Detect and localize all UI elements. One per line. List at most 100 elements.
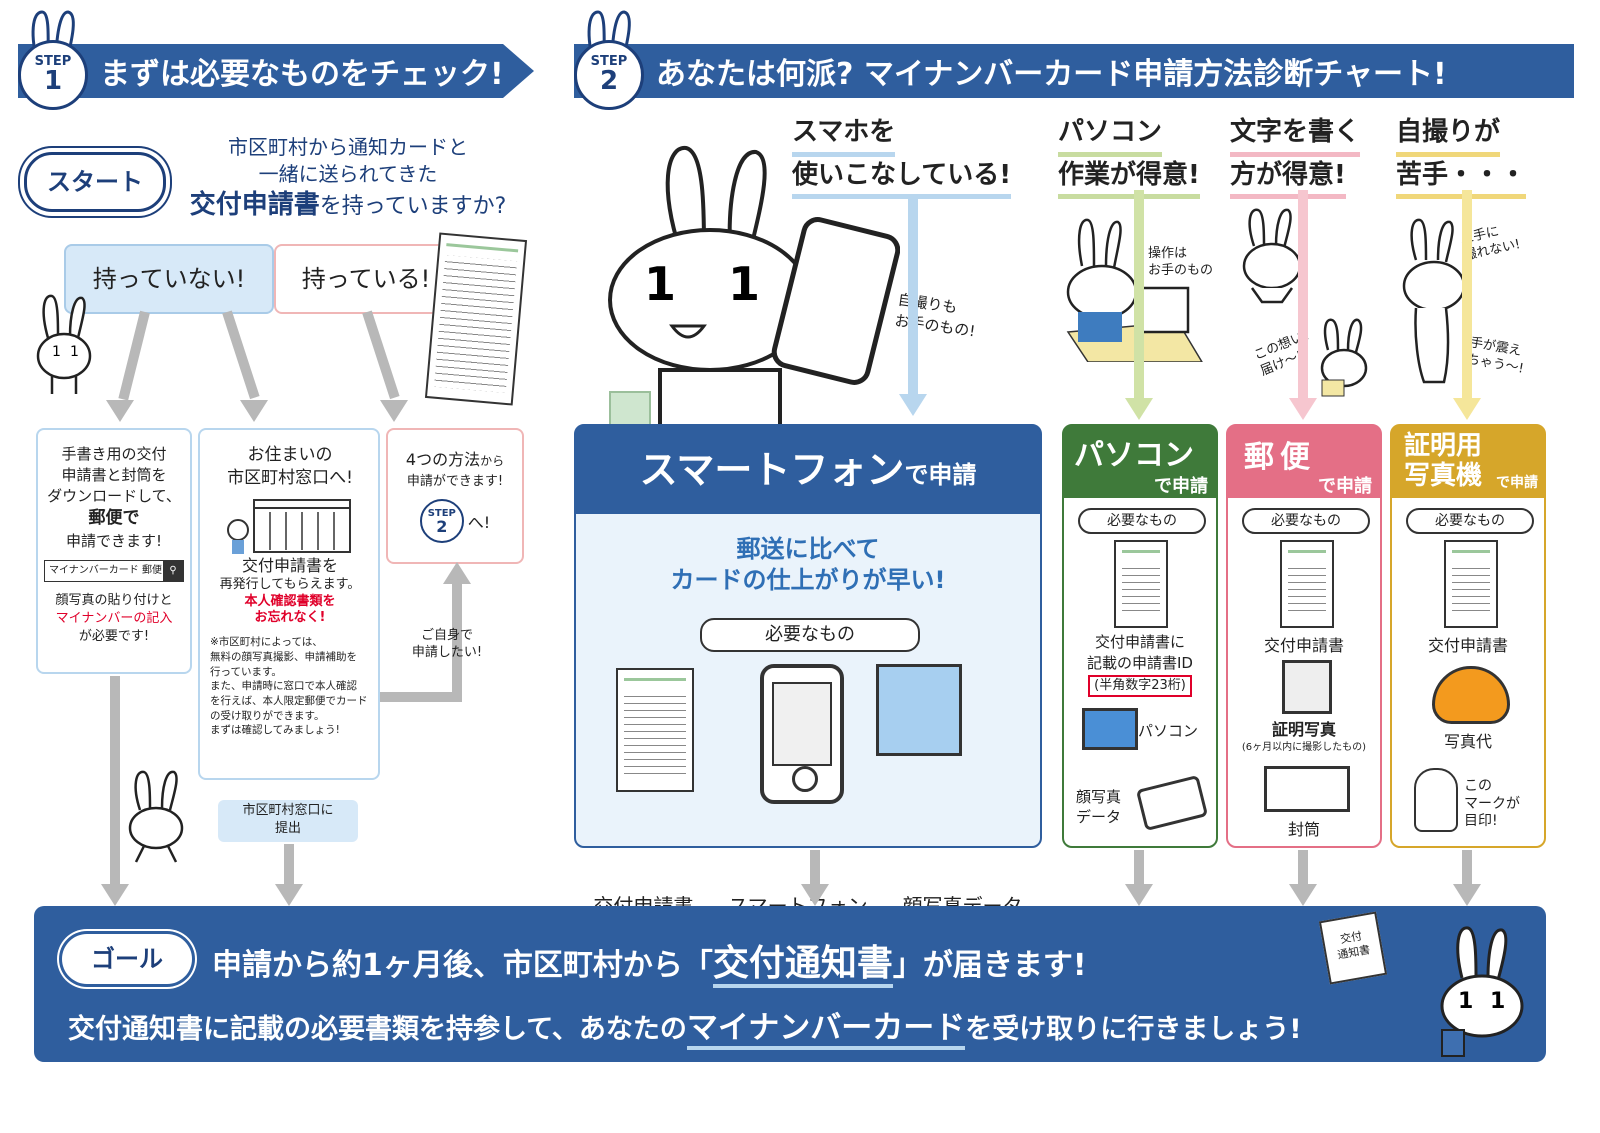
type-photo-heading: 自撮りが 苦手・・・ (1396, 114, 1527, 200)
arrow-to-goal-4 (1134, 850, 1144, 886)
goal-line1-part1: 申請から約1ヶ月後、市区町村から「 (212, 948, 713, 983)
self-apply-line2: 申請したい! (411, 644, 483, 660)
start-label: スタート (47, 168, 143, 196)
download-line5: 申請できます! (65, 531, 162, 550)
choice-yes[interactable]: 持っている! (274, 244, 458, 314)
arrow-no-right (222, 310, 260, 400)
city-hall-icon (227, 498, 351, 554)
mail-item1: 交付申請書 (1263, 636, 1344, 655)
pc-panel-title-suffix: で申請 (1154, 476, 1208, 497)
type-smartphone-heading: スマホを 使いこなしている! (792, 114, 1012, 200)
photo-heading-line2: 苦手・・・ (1396, 157, 1527, 200)
svg-text:1: 1 (52, 344, 61, 360)
photo-item1: 交付申請書 (1427, 636, 1508, 655)
pc-item2: パソコン (1138, 722, 1199, 740)
goal-badge: ゴール (62, 934, 192, 984)
goal-banner: ゴール 申請から約1ヶ月後、市区町村から「交付通知書」が届きます! 交付通知書に… (34, 906, 1546, 1062)
photo-item2: 写真代 (1443, 732, 1492, 751)
submit-line1: 市区町村窓口に (242, 803, 334, 818)
download-line3: ダウンロードして、 (47, 487, 181, 505)
face-photo-data-icon (876, 664, 962, 756)
four-line1b: から (480, 454, 505, 468)
mini-badge-number: 2 (436, 517, 448, 536)
photo-need-label: 必要なもの (1406, 508, 1534, 534)
rabbit-walking-icon (128, 770, 184, 863)
arrow-head (380, 400, 408, 422)
four-line3: へ! (467, 513, 491, 532)
self-apply-label: ご自身で 申請したい! (392, 628, 502, 662)
arrow-head (899, 394, 927, 416)
window-line2: 市区町村窓口へ! (227, 467, 353, 488)
pc-item1-line1: 交付申請書に (1094, 633, 1185, 651)
application-form-image (424, 232, 528, 406)
box-four-ways: 4つの方法から 申請ができます! STEP 2 へ! (386, 428, 524, 564)
start-question-line3: を持っていますか? (319, 194, 507, 219)
mail-panel-title: 郵便 (1244, 440, 1316, 475)
notice-document-icon: 交付 通知書 (1318, 911, 1388, 985)
photo-mark-line3: 目印! (1464, 813, 1498, 829)
mail-heading-line2: 方が得意! (1230, 157, 1346, 200)
submit-label: 市区町村窓口に 提出 (218, 800, 358, 842)
smartphone-need-label: 必要なもの (700, 618, 920, 652)
mail-need-text: 必要なもの (1271, 513, 1341, 529)
arrow-self-apply-up (452, 580, 462, 702)
rabbit-writing-icon (1242, 208, 1302, 304)
search-box[interactable]: マイナンバーカード 郵便 ⚲ (44, 559, 184, 582)
start-question-emphasis: 交付申請書 (189, 190, 320, 220)
arrow-to-goal-2 (284, 844, 294, 886)
mail-item2-note: (6ヶ月以内に撮影したもの) (1241, 742, 1367, 753)
start-question-line1: 市区町村から通知カードと (228, 135, 468, 159)
arrow-to-goal-3 (810, 850, 820, 886)
mail-heading-line1: 文字を書く (1230, 114, 1361, 157)
arrow-photo (1462, 190, 1472, 400)
step2-badge: STEP 2 (574, 40, 644, 110)
step1-title: まずは必要なものをチェック! (100, 57, 504, 92)
submit-line2: 提出 (274, 821, 301, 837)
step2-badge-label: STEP (590, 54, 628, 69)
download-line1: 手書き用の交付 (61, 445, 167, 463)
start-question: 市区町村から通知カードと 一緒に送られてきた 交付申請書を持っていますか? (168, 134, 528, 223)
photo-panel-title-suffix: で申請 (1496, 475, 1538, 491)
rabbit-goal-icon: 1 1 (1440, 926, 1524, 1057)
panel-photo-booth: 証明用 写真機 で申請 必要なもの 交付申請書 写真代 この マークが 目印! (1390, 424, 1546, 848)
choice-no[interactable]: 持っていない! (64, 244, 274, 314)
arrow-smartphone (908, 194, 918, 394)
goal-label: ゴール (91, 945, 163, 973)
rabbit-letter-icon (1320, 318, 1368, 397)
panel-mail: 郵便 で申請 必要なもの 交付申請書 証明写真 (6ヶ月以内に撮影したもの) 封… (1226, 424, 1382, 848)
photo-need-text: 必要なもの (1435, 513, 1505, 529)
window-note5: を行えば、本人限定郵便でカード (210, 695, 368, 708)
goal-line1-emphasis: 交付通知書 (712, 943, 893, 988)
mark-rabbit-icon (1414, 768, 1458, 832)
arrow-head (1453, 884, 1481, 906)
download-line4: 郵便で (88, 508, 140, 528)
photo-heading-line1: 自撮りが (1396, 114, 1501, 157)
application-form-icon (616, 668, 694, 792)
pc-need-text: 必要なもの (1107, 513, 1177, 529)
goal-line2-part2: を受け取りに行きましょう! (965, 1014, 1302, 1045)
self-apply-line1: ご自身で (420, 628, 473, 643)
goal-line2-emphasis: マイナンバーカード (686, 1010, 966, 1050)
rabbit-with-smartphone-icon: 1 1 (608, 146, 900, 430)
arrow-to-goal-5 (1298, 850, 1308, 886)
panel-smartphone: スマートフォンで申請 郵送に比べて カードの仕上がりが早い! 必要なもの 交付申… (574, 424, 1042, 918)
window-warning1: 本人確認書類を (244, 593, 336, 609)
step2-title: あなたは何派? マイナンバーカード申請方法診断チャート! (656, 57, 1447, 92)
window-line4: 再発行してもらえます。 (219, 576, 361, 592)
pc-need-label: 必要なもの (1078, 508, 1206, 534)
download-note3: が必要です! (78, 629, 150, 645)
window-note3: 行っています。 (210, 665, 282, 678)
arrow-head (801, 884, 829, 906)
application-form-icon (1114, 540, 1168, 628)
envelope-icon (1264, 766, 1350, 812)
arrow-head (275, 884, 303, 906)
arrow-yes (362, 310, 400, 400)
photo-panel-title2: 写真機 (1404, 461, 1483, 491)
search-icon[interactable]: ⚲ (163, 560, 183, 581)
arrow-head (1453, 398, 1481, 420)
goal-line1-part2: 」が届きます! (892, 948, 1087, 983)
step2-banner: あなたは何派? マイナンバーカード申請方法診断チャート! (574, 44, 1574, 98)
step2-mini-badge[interactable]: STEP 2 (419, 499, 464, 543)
window-line1: お住まいの (247, 445, 333, 465)
